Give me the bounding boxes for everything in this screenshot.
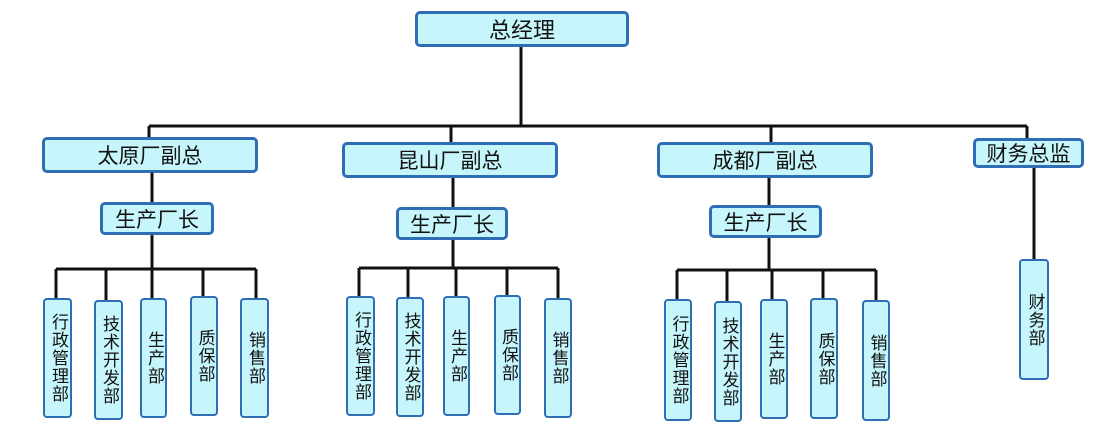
finance-dept-box: 财务部 (1019, 259, 1049, 380)
dept-label: 销售部 (548, 331, 569, 385)
dept-label: 行政管理部 (668, 315, 689, 405)
dept-label: 质保部 (498, 328, 518, 382)
dept-label: 生产部 (447, 329, 467, 383)
general-manager-box: 总经理 (415, 11, 629, 47)
dept-box: 质保部 (810, 298, 838, 419)
dept-box: 销售部 (862, 300, 890, 421)
vp-box-chengdu: 成都厂副总 (657, 142, 873, 178)
dept-label: 技术开发部 (718, 316, 739, 407)
dept-label: 销售部 (245, 331, 265, 385)
finance-director-label: 财务总监 (986, 142, 1071, 166)
production-manager-box-taiyuan: 生产厂长 (100, 202, 214, 235)
dept-box: 行政管理部 (664, 299, 692, 421)
dept-box: 技术开发部 (714, 301, 742, 422)
dept-label: 质保部 (814, 331, 835, 386)
dept-label: 行政管理部 (48, 313, 68, 403)
dept-box: 销售部 (240, 298, 269, 418)
dept-box: 行政管理部 (346, 296, 375, 416)
production-manager-box-chengdu: 生产厂长 (709, 205, 822, 238)
vp-label: 成都厂副总 (712, 149, 818, 173)
dept-label: 生产部 (144, 331, 164, 385)
dept-box: 销售部 (544, 298, 572, 418)
finance-director-box: 财务总监 (973, 138, 1084, 168)
production-manager-box-kunshan: 生产厂长 (396, 207, 508, 240)
dept-label: 销售部 (866, 333, 887, 388)
production-manager-label: 生产厂长 (723, 210, 808, 235)
vp-label: 太原厂副总 (97, 144, 203, 168)
finance-dept-label: 财务部 (1024, 292, 1045, 347)
dept-box: 行政管理部 (43, 298, 72, 418)
dept-box: 生产部 (760, 299, 788, 419)
vp-box-taiyuan: 太原厂副总 (42, 137, 258, 173)
dept-label: 质保部 (194, 329, 215, 383)
dept-label: 生产部 (764, 332, 785, 386)
dept-box: 生产部 (443, 296, 470, 416)
vp-box-kunshan: 昆山厂副总 (342, 142, 558, 178)
dept-box: 生产部 (140, 298, 167, 418)
dept-box: 技术开发部 (94, 300, 123, 420)
dept-label: 技术开发部 (400, 312, 421, 402)
dept-label: 行政管理部 (351, 311, 371, 401)
dept-label: 技术开发部 (99, 315, 119, 405)
general-manager-label: 总经理 (488, 19, 555, 44)
dept-box: 技术开发部 (396, 297, 424, 417)
production-manager-label: 生产厂长 (410, 212, 494, 237)
dept-box: 质保部 (494, 295, 521, 415)
vp-label: 昆山厂副总 (397, 149, 503, 173)
dept-box: 质保部 (190, 296, 218, 416)
production-manager-label: 生产厂长 (115, 207, 199, 232)
